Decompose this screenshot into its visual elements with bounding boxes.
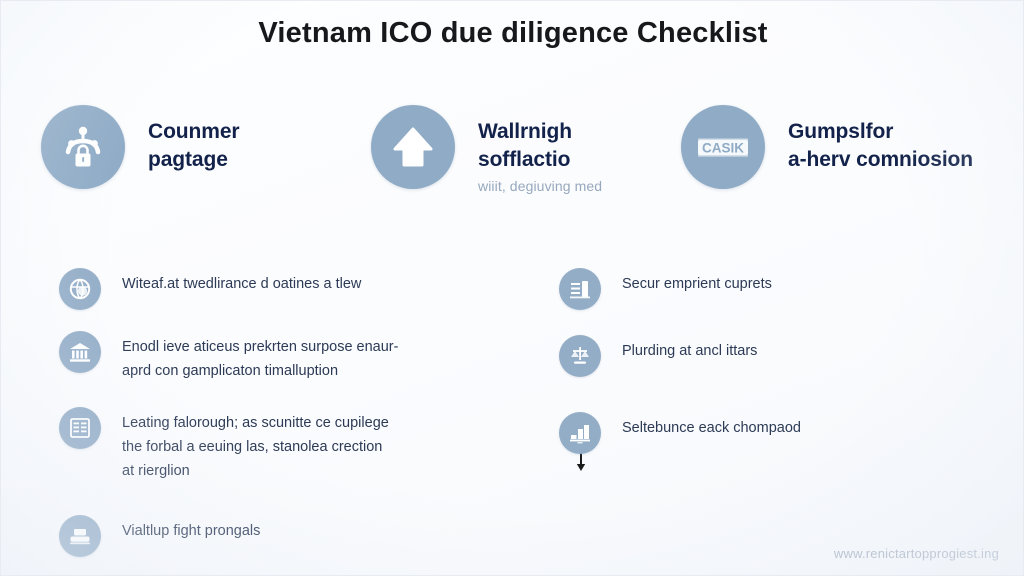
list-item-text: Witeaf.at twedlirance d oatines a tlew <box>122 267 361 297</box>
left-3-line1: Leating falorough; as scunitte ce cupile… <box>122 414 389 431</box>
left-1-line1: Witeaf.at twedlirance d oatines a tlew <box>122 276 362 292</box>
header-card-3[interactable]: CASIK Gumpslfor a-herv comniosion <box>681 105 989 189</box>
footer-watermark: www.renictartopprogiest.ing <box>833 546 999 561</box>
list-item-text: Secur emprient cuprets <box>622 267 772 297</box>
list-item[interactable]: Seltebunce eack chompaod <box>559 411 979 454</box>
right-3-line1: Seltebunce eack chompaod <box>622 420 801 436</box>
checklist-columns: Witeaf.at twedlirance d oatines a tlew <box>59 267 989 575</box>
bank-building-icon <box>59 331 101 373</box>
bar-chart-monitor-icon <box>559 412 601 454</box>
left-2-line2: aprd con gamplicaton timalluption <box>122 362 339 379</box>
left-column: Witeaf.at twedlirance d oatines a tlew <box>59 267 559 575</box>
list-item-text: Enodl ieve aticeus prekrten surpose enau… <box>122 330 398 384</box>
list-item-text: Plurding at ancl ittars <box>622 334 757 364</box>
left-4-line1: Vialtlup fight prongals <box>122 522 261 539</box>
left-3-line3: at rierglion <box>122 462 190 479</box>
header-card-3-text: Gumpslfor a-herv comniosion <box>788 105 973 174</box>
chart-bars-icon <box>559 268 601 310</box>
right-column: Secur emprient cuprets Plurding at ancl … <box>559 267 979 575</box>
left-2-line1: Enodl ieve aticeus prekrten surpose enau… <box>122 339 399 355</box>
header-1-line1: Counmer <box>148 120 240 143</box>
header-row: Counmer pagtage Wallrnigh sofflactio wii… <box>41 105 989 194</box>
header-3-line1: Gumpslfor <box>788 120 894 143</box>
cash-text-icon: CASIK <box>681 105 765 189</box>
svg-text:CASIK: CASIK <box>702 141 744 156</box>
header-2-line1: Wallrnigh <box>478 120 572 143</box>
right-2-line1: Plurding at ancl ittars <box>622 343 758 359</box>
scale-balance-icon <box>559 335 601 377</box>
header-1-line2: pagtage <box>148 147 228 171</box>
document-list-icon <box>59 406 101 449</box>
globe-badge-icon <box>59 268 101 310</box>
list-item[interactable]: Witeaf.at twedlirance d oatines a tlew <box>59 267 559 310</box>
list-item[interactable]: Enodl ieve aticeus prekrten surpose enau… <box>59 330 559 384</box>
left-3-line2: the forbal a eeuing las, stanolea crecti… <box>122 438 383 455</box>
list-item[interactable]: Vialtlup fight prongals <box>59 514 559 557</box>
header-card-1[interactable]: Counmer pagtage <box>41 105 371 189</box>
list-item[interactable]: Secur emprient cuprets <box>559 267 979 310</box>
list-item[interactable]: Plurding at ancl ittars <box>559 334 979 471</box>
page-title: Vietnam ICO due diligence Checklist <box>258 17 768 49</box>
header-2-subtitle: wiiit, degiuving med <box>478 177 603 194</box>
arrow-up-icon <box>371 105 455 189</box>
header-card-1-text: Counmer pagtage <box>148 105 240 174</box>
right-1-line1: Secur emprient cuprets <box>622 276 772 292</box>
header-2-line2: sofflactio <box>478 147 571 171</box>
list-item[interactable]: Leating falorough; as scunitte ce cupile… <box>59 406 559 484</box>
list-item-text: Seltebunce eack chompaod <box>622 411 801 441</box>
layers-stack-icon <box>59 514 101 557</box>
header-card-2-text: Wallrnigh sofflactio wiiit, degiuving me… <box>478 105 602 194</box>
header-3-line2: a-herv comniosion <box>788 147 974 171</box>
network-lock-icon <box>41 105 125 189</box>
list-item-text: Leating falorough; as scunitte ce cupile… <box>122 406 389 484</box>
header-card-2[interactable]: Wallrnigh sofflactio wiiit, degiuving me… <box>371 105 681 194</box>
list-item-text: Vialtlup fight prongals <box>122 514 260 544</box>
